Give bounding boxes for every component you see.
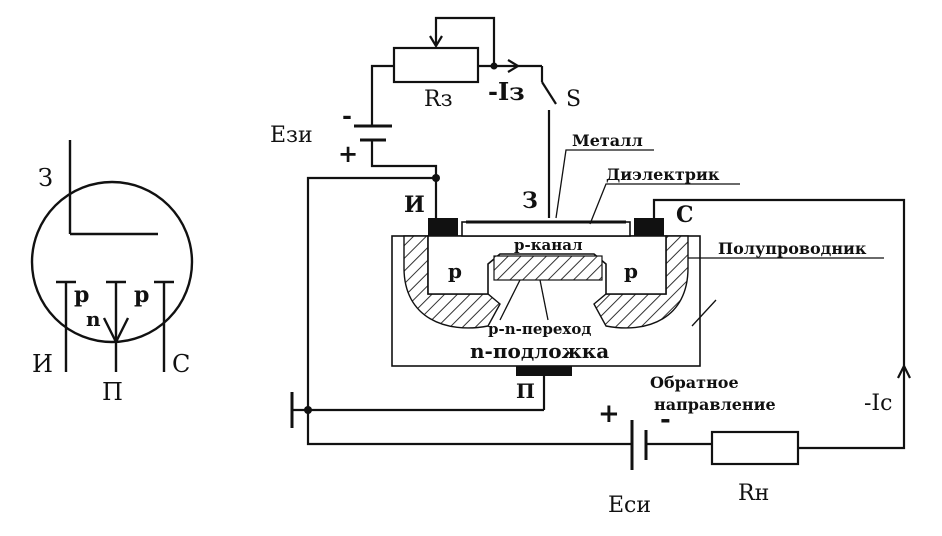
leader-depletion	[691, 299, 717, 327]
wire-rn-to-drain	[652, 198, 906, 450]
ic-arrow	[897, 363, 911, 379]
ezi-plus: +	[338, 139, 358, 168]
symbol-substrate-arrow	[102, 317, 130, 345]
dielectric-label: Диэлектрик	[606, 165, 720, 184]
resistor-rn	[710, 430, 800, 466]
drain-contact	[634, 218, 664, 236]
transistor-symbol: З p n p И П С	[30, 140, 194, 406]
circuit: Rз -Iз S Eзи - + И З С Металл Диэлектрик…	[270, 16, 911, 518]
gate-terminal-label: З	[522, 188, 538, 214]
drain-terminal-label: С	[676, 202, 694, 228]
symbol-source-label: И	[32, 350, 53, 378]
leader-dielectric	[589, 183, 740, 225]
symbol-gate-label: З	[38, 164, 53, 192]
pn-junction-label: р-n-переход	[488, 320, 591, 338]
ezi-minus: -	[342, 101, 352, 130]
substrate-contact	[516, 366, 572, 376]
p-regions	[427, 235, 667, 295]
esi-plus: +	[598, 399, 620, 429]
p-channel-label: р-канал	[514, 236, 583, 254]
junction-rz	[490, 62, 498, 70]
wire-gate-left	[370, 64, 394, 120]
esi-label: Eси	[608, 493, 651, 518]
leader-pn-2	[539, 279, 549, 321]
wire-pot-wiper	[434, 16, 496, 66]
resistor-rz	[392, 46, 480, 84]
symbol-p-right: p	[134, 282, 149, 308]
switch-label: S	[566, 87, 581, 112]
wire-source-to-ground	[306, 176, 436, 410]
n-substrate-label: n-подложка	[470, 339, 609, 363]
ezi-label: Eзи	[270, 123, 313, 148]
source-terminal-label: И	[404, 192, 425, 218]
iz-arrow	[507, 59, 521, 73]
symbol-n: n	[86, 307, 101, 331]
substrate-terminal-label: П	[516, 379, 535, 403]
dielectric-layer	[461, 221, 631, 237]
p-left-label: р	[448, 259, 462, 283]
source-contact	[428, 218, 458, 236]
metal-label: Металл	[572, 131, 643, 150]
symbol-p-left: p	[74, 282, 89, 308]
reverse-label-2: направление	[654, 395, 776, 414]
pot-arrow	[429, 35, 443, 49]
p-right-label: р	[624, 259, 638, 283]
leader-metal	[555, 149, 654, 219]
rn-label: Rн	[738, 481, 769, 506]
leader-pn-1	[499, 279, 521, 321]
rz-label: Rз	[424, 87, 453, 112]
symbol-drain-label: С	[172, 350, 190, 378]
iz-label: -Iз	[488, 77, 525, 106]
symbol-substrate-label: П	[102, 378, 123, 406]
wire-bottom-left	[306, 410, 632, 446]
symbol-envelope	[30, 180, 194, 344]
depletion-right	[593, 235, 689, 329]
esi-minus: -	[660, 405, 671, 435]
switch-s	[541, 81, 557, 105]
p-channel-region	[493, 255, 603, 281]
semiconductor-label: Полупроводник	[718, 239, 867, 258]
reverse-label-1: Обратное	[650, 373, 739, 392]
wire-battery-to-source	[370, 140, 438, 218]
ic-label: -Ic	[864, 391, 892, 416]
